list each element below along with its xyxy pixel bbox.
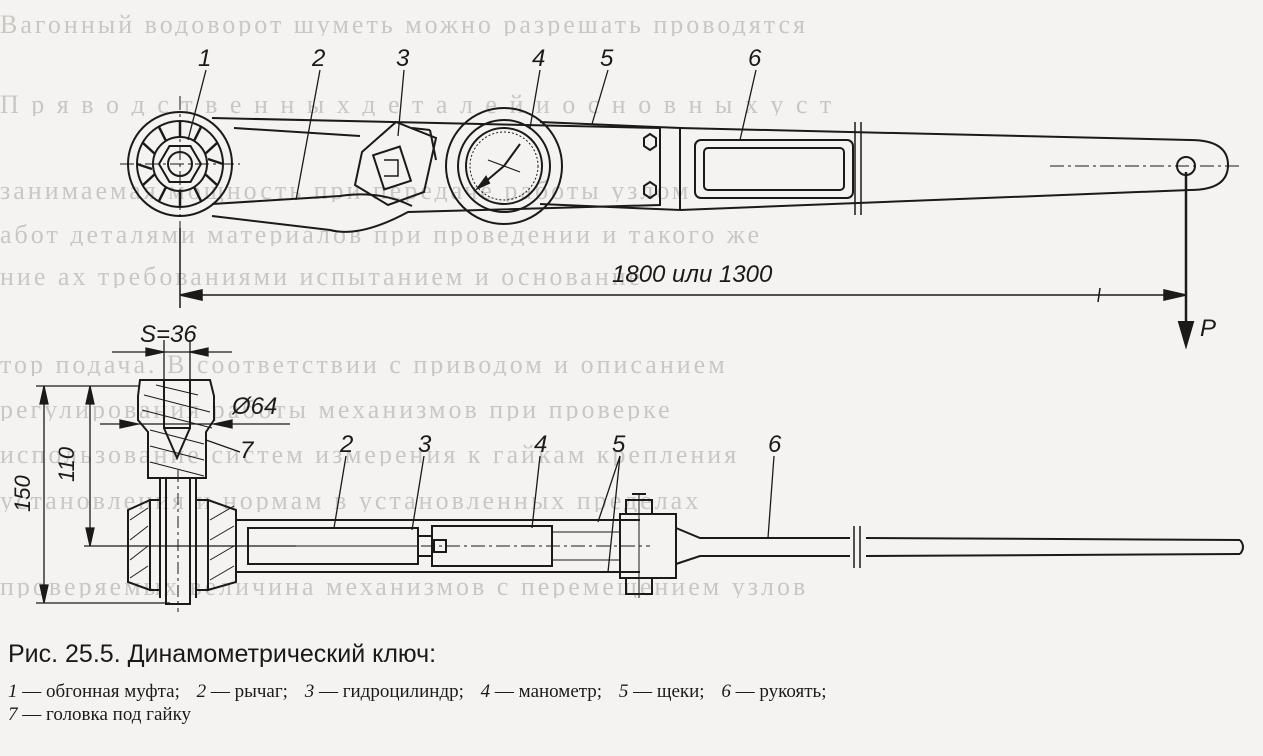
- legend-row-2: 7 — головка под гайку: [8, 703, 1258, 726]
- legend-item-4: 4 — манометр;: [481, 681, 602, 702]
- legend-text: — головка под гайку: [22, 704, 192, 725]
- legend-text: — обгонная муфта;: [22, 681, 180, 702]
- legend-item-2: 2 — рычаг;: [197, 681, 288, 702]
- lever-outline: [211, 117, 661, 233]
- label-150: 150: [10, 475, 35, 512]
- legend-text: — рычаг;: [210, 681, 288, 702]
- side-bolt: [619, 493, 677, 598]
- legend-num: 2: [196, 681, 207, 702]
- nut-head: [137, 379, 215, 479]
- legend-item-1: 1 — обгонная муфта;: [8, 681, 180, 702]
- label-force: P: [1200, 315, 1216, 342]
- label-side-7: 7: [240, 437, 255, 464]
- side-leaders: [205, 439, 775, 573]
- labels: 1 2 3 4 5 6 1800 или 1300 P S=36 Ø64 7 2…: [10, 45, 1216, 512]
- cheek-plate: [539, 121, 681, 212]
- legend-item-7: 7 — головка под гайку: [8, 704, 191, 725]
- wrench-drawing: 1 2 3 4 5 6 1800 или 1300 P S=36 Ø64 7 2…: [10, 45, 1244, 612]
- label-top-3: 3: [396, 45, 410, 72]
- length-dimension: [179, 228, 1187, 308]
- label-s: S=36: [140, 321, 197, 348]
- force-arrow: [1177, 172, 1195, 350]
- label-side-3: 3: [418, 431, 432, 458]
- label-side-2: 2: [339, 431, 353, 458]
- handle: [679, 122, 1240, 215]
- label-side-6: 6: [768, 431, 782, 458]
- dimension-diameter: [100, 419, 290, 429]
- legend-text: — манометр;: [494, 681, 603, 702]
- legend-item-5: 5 — щеки;: [619, 681, 705, 702]
- clutch-body: [127, 498, 237, 592]
- legend-item-3: 3 — гидроцилиндр;: [305, 681, 464, 702]
- bleed-through-text: Вагонный водоворот шуметь можно разрешат…: [0, 10, 835, 598]
- lever-lower-edge: [211, 193, 413, 207]
- label-top-2: 2: [311, 45, 325, 72]
- side-handle: [675, 526, 1244, 568]
- label-top-6: 6: [748, 45, 762, 72]
- legend-num: 4: [480, 681, 491, 702]
- label-diameter: Ø64: [231, 393, 277, 420]
- figure-caption: Рис. 25.5. Динамометрический ключ:: [8, 640, 437, 668]
- legend-num: 6: [721, 681, 731, 702]
- legend-num: 7: [8, 704, 18, 725]
- top-leaders: [187, 69, 757, 201]
- label-top-1: 1: [198, 45, 211, 72]
- label-length: 1800 или 1300: [612, 261, 773, 288]
- side-view: [36, 340, 1244, 612]
- manometer: [445, 107, 563, 225]
- legend-text: — рукоять;: [735, 681, 827, 702]
- dimension-s: [112, 340, 232, 382]
- legend-num: 3: [304, 681, 315, 702]
- hydraulic-cylinder: [353, 120, 438, 207]
- label-side-4: 4: [534, 431, 547, 458]
- top-view: [120, 69, 1240, 350]
- shaft: [159, 470, 197, 612]
- label-top-5: 5: [600, 45, 614, 72]
- overrunning-clutch: [120, 96, 240, 232]
- legend-num: 5: [618, 681, 629, 702]
- label-side-5: 5: [612, 431, 626, 458]
- legend-item-6: 6 — рукоять;: [721, 681, 826, 702]
- legend: 1 — обгонная муфта; 2 — рычаг; 3 — гидро…: [8, 680, 1258, 726]
- label-110: 110: [54, 446, 79, 482]
- legend-text: — гидроцилиндр;: [318, 681, 464, 702]
- side-lever: [236, 519, 650, 573]
- legend-text: — щеки;: [633, 681, 705, 702]
- legend-num: 1: [8, 681, 18, 702]
- legend-row-1: 1 — обгонная муфта; 2 — рычаг; 3 — гидро…: [8, 680, 1258, 703]
- dimension-heights: [36, 385, 296, 604]
- label-top-4: 4: [532, 45, 545, 72]
